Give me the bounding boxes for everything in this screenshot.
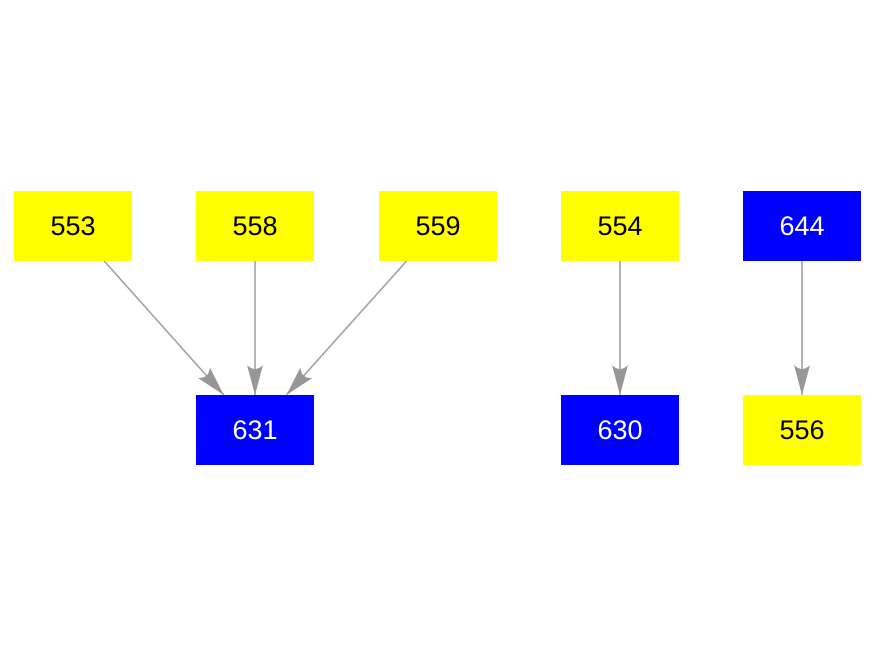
node-label: 556	[779, 414, 825, 445]
edge-559-to-631	[285, 260, 408, 396]
node-label: 554	[597, 210, 643, 241]
graph-node-554: 554	[561, 191, 679, 261]
graph-node-556: 556	[743, 395, 861, 465]
node-label: 553	[50, 210, 96, 241]
node-label: 644	[779, 210, 825, 241]
graph-node-630: 630	[561, 395, 679, 465]
graph-node-559: 559	[379, 191, 497, 261]
graph-node-553: 553	[14, 191, 132, 261]
node-label: 558	[232, 210, 278, 241]
edges-group	[103, 260, 810, 396]
node-label: 559	[415, 210, 461, 241]
node-label: 631	[232, 414, 278, 445]
edge-553-to-631	[103, 260, 225, 396]
graph-node-644: 644	[743, 191, 861, 261]
graph-node-558: 558	[196, 191, 314, 261]
node-label: 630	[597, 414, 643, 445]
graph-node-631: 631	[196, 395, 314, 465]
